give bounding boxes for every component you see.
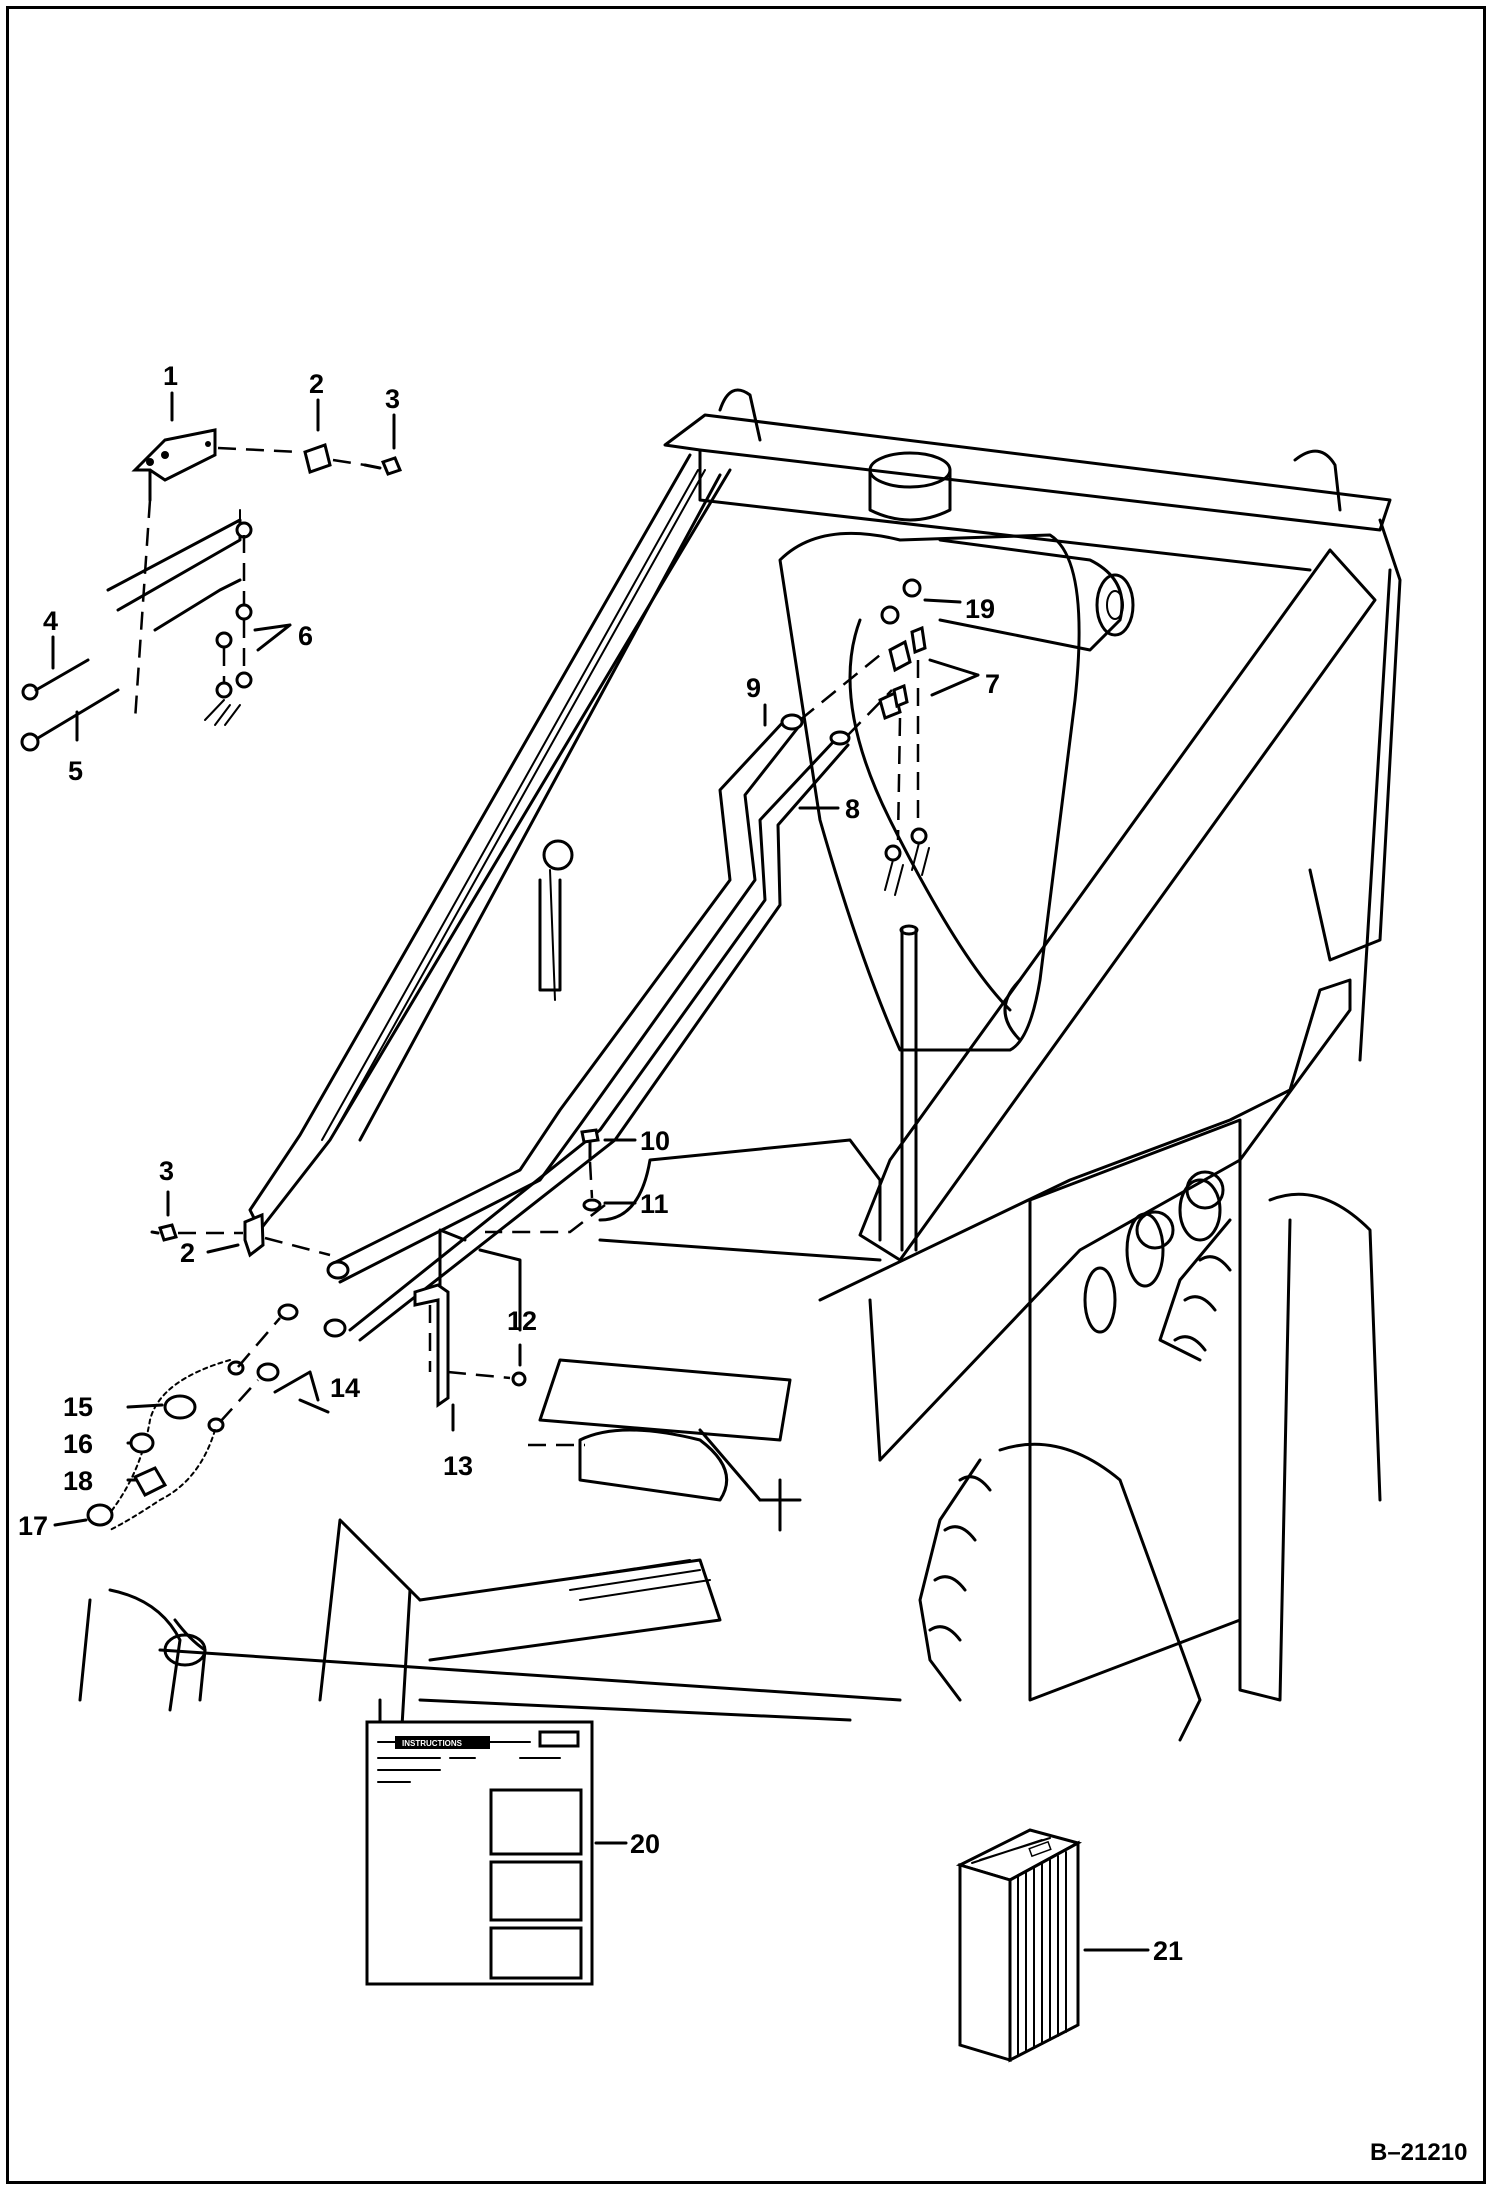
- callout-21: 21: [1153, 1936, 1183, 1966]
- figure-reference: B–21210: [1370, 2139, 1467, 2166]
- callout-2-lower: 2: [180, 1238, 195, 1268]
- exploded-parts: [20, 428, 930, 1531]
- callout-6: 6: [298, 621, 313, 651]
- callout-14: 14: [330, 1373, 360, 1403]
- callout-17: 17: [18, 1511, 48, 1541]
- callout-8: 8: [845, 794, 860, 824]
- callout-11: 11: [640, 1189, 669, 1219]
- leader-lines: [51, 391, 1150, 1952]
- callout-1: 1: [163, 361, 178, 391]
- callout-20: 20: [630, 1829, 660, 1859]
- callout-5: 5: [68, 756, 83, 786]
- instruction-sheet: INSTRUCTIONS: [365, 1720, 594, 1986]
- callout-9: 9: [746, 673, 761, 703]
- callout-18: 18: [63, 1466, 93, 1496]
- instruction-sheet-title: INSTRUCTIONS: [402, 1739, 463, 1748]
- callout-3-upper: 3: [385, 384, 400, 414]
- callout-15: 15: [63, 1392, 93, 1422]
- callout-labels: 1 2 3 4 5 6 19 7 9 8 10 11 3 2 12 14 15 …: [18, 361, 1183, 1966]
- callout-4: 4: [43, 606, 58, 636]
- callout-16: 16: [63, 1429, 93, 1459]
- manual-book: [955, 1828, 1083, 2063]
- page-border: [6, 6, 1486, 2184]
- callout-19: 19: [965, 594, 995, 624]
- loader-illustration: [78, 388, 1402, 1762]
- callout-2-upper: 2: [309, 369, 324, 399]
- callout-12: 12: [507, 1306, 537, 1336]
- callout-10: 10: [640, 1126, 670, 1156]
- callout-13: 13: [443, 1451, 473, 1481]
- callout-7: 7: [985, 669, 1000, 699]
- callout-3-lower: 3: [159, 1156, 174, 1186]
